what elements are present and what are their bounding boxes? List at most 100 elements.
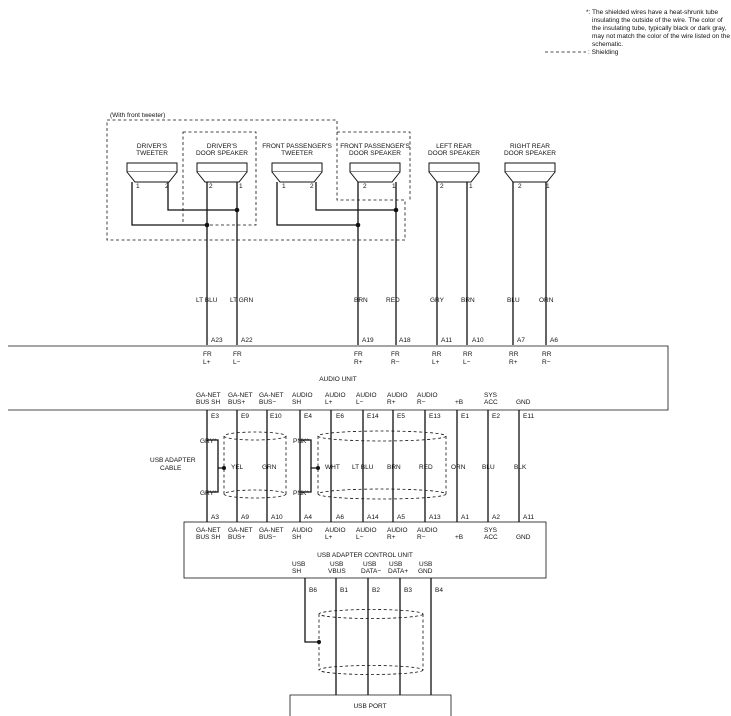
speaker-label-2: DOOR SPEAKER	[349, 150, 401, 157]
pin-function: VBUS	[328, 568, 346, 575]
wire-color: BRN	[461, 297, 475, 304]
pin-function: ACC	[484, 534, 498, 541]
connector-pin: A9	[241, 514, 249, 521]
pin-label: 1	[136, 183, 140, 190]
pin-function: R−	[417, 399, 426, 406]
pin-label: 2	[310, 183, 314, 190]
pin-function: DATA−	[361, 568, 381, 575]
pin-function: R+	[387, 534, 396, 541]
connector-pin: E1	[461, 413, 469, 420]
shielding-legend-label: : Shielding	[588, 49, 619, 56]
connector-pin: B6	[309, 587, 317, 594]
signal-label: L+	[432, 359, 440, 366]
pin-function: GA-NET	[259, 527, 284, 534]
connector-pin: A4	[304, 514, 312, 521]
wire-color: GRY*	[200, 490, 217, 497]
tweeter-group-label: (With front tweeter)	[110, 112, 165, 119]
speaker-wire-labels: LT BLU LT GRN BRN RED GRY BRN BLU ORN A2…	[196, 297, 558, 344]
signal-label: FR	[233, 351, 242, 358]
pin-function: +B	[455, 399, 463, 406]
wire-color: LT BLU	[352, 464, 374, 471]
audio-unit: AUDIO UNIT FR L+ FR L− FR R+ FR R− RR L+…	[8, 345, 669, 411]
pin-function: GA-NET	[196, 527, 221, 534]
pin-function: GA-NET	[228, 527, 253, 534]
pin-function: AUDIO	[417, 392, 438, 399]
pin-function: ACC	[484, 399, 498, 406]
wire-color: GRY	[430, 297, 445, 304]
pin-label: 2	[209, 183, 213, 190]
pin-function: AUDIO	[417, 527, 438, 534]
connector-pin: B3	[404, 587, 412, 594]
speaker-drivers-tweeter: DRIVER'S TWEETER 1 2	[126, 143, 178, 190]
pin-function: BUS SH	[196, 534, 221, 541]
note-line-4: may not match the color of the wire list…	[592, 33, 730, 40]
wire-color: PNK*	[293, 490, 309, 497]
pin-function: AUDIO	[387, 392, 408, 399]
pin-function: L−	[356, 399, 364, 406]
pin-function: BUS+	[228, 399, 245, 406]
pin-function: L+	[325, 534, 333, 541]
speaker-label-2: DOOR SPEAKER	[428, 150, 480, 157]
signal-label: RR	[432, 351, 442, 358]
connector-pin: A11	[523, 514, 534, 521]
pin-function: L+	[325, 399, 333, 406]
note-line-3: the insulating tube, typically black or …	[592, 25, 726, 32]
pin-function: GND	[516, 399, 531, 406]
speaker-label-2: TWEETER	[281, 150, 313, 157]
wire-color: BLK	[514, 464, 527, 471]
connector-pin: E10	[270, 413, 282, 420]
wire-color: YEL	[231, 464, 244, 471]
pin-function: USB	[419, 561, 432, 568]
connector-pin: A10	[271, 514, 283, 521]
speaker-label-2: DOOR SPEAKER	[196, 150, 248, 157]
speaker-label-1: FRONT PASSENGER'S	[340, 143, 410, 150]
note-line-5: schematic.	[592, 41, 623, 48]
wire-color: GRN	[262, 464, 277, 471]
speaker-label-1: LEFT REAR	[436, 143, 472, 150]
pin-function: USB	[363, 561, 376, 568]
pin-function: AUDIO	[387, 527, 408, 534]
pin-function: +B	[455, 534, 463, 541]
pin-function: AUDIO	[292, 392, 313, 399]
usb-adapter-control-unit: USB ADAPTER CONTROL UNIT A3 A9 A10 A4 A6…	[183, 514, 547, 579]
speaker-label-1: RIGHT REAR	[510, 143, 550, 150]
pin-function: USB	[292, 561, 305, 568]
wire-color: GRY*	[200, 438, 217, 445]
pin-function: R−	[417, 534, 426, 541]
connector-pin: E3	[211, 413, 219, 420]
pin-label: 2	[440, 183, 444, 190]
wire-color: LT BLU	[196, 297, 218, 304]
wire-color: BRN	[354, 297, 368, 304]
signal-label: RR	[542, 351, 552, 358]
usb-port: USB PORT	[289, 694, 452, 716]
speaker-front-passenger-tweeter: FRONT PASSENGER'S TWEETER 1 2	[262, 143, 332, 190]
connector-pin: A1	[461, 514, 469, 521]
wire-color: RED	[386, 297, 400, 304]
connector-pin: A7	[517, 337, 525, 344]
pin-function: SH	[292, 534, 301, 541]
pin-function: AUDIO	[325, 527, 346, 534]
pin-function: GA-NET	[196, 392, 221, 399]
wire-color: RED	[419, 464, 433, 471]
audio-unit-title: AUDIO UNIT	[319, 376, 357, 383]
cable-label-2: CABLE	[160, 465, 182, 472]
connector-pin: A23	[211, 337, 223, 344]
pin-function: SH	[292, 399, 301, 406]
connector-pin: E4	[304, 413, 312, 420]
connector-pin: A11	[441, 337, 452, 344]
pin-function: BUS SH	[196, 399, 221, 406]
usb-port-title: USB PORT	[353, 703, 386, 710]
signal-label: FR	[203, 351, 212, 358]
pin-function: L−	[356, 534, 364, 541]
pin-label: 2	[363, 183, 367, 190]
signal-label: R+	[354, 359, 363, 366]
signal-label: L−	[233, 359, 241, 366]
connector-pin: E13	[429, 413, 441, 420]
pin-function: GA-NET	[259, 392, 284, 399]
connector-pin: A6	[336, 514, 344, 521]
wire-color: LT GRN	[230, 297, 254, 304]
connector-pin: E11	[523, 413, 534, 420]
pin-function: SYS	[484, 392, 498, 399]
signal-label: R−	[391, 359, 400, 366]
